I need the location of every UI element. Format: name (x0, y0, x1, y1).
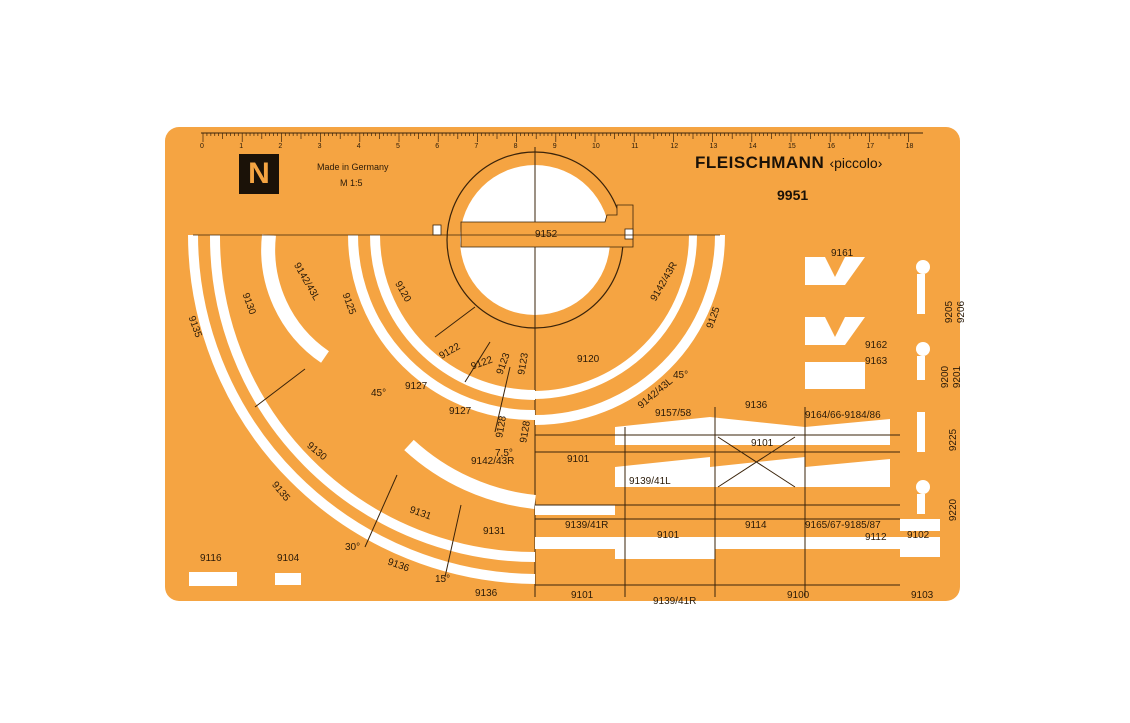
track-label: 9225 (948, 428, 960, 452)
track-label: 45° (371, 388, 387, 399)
track-label: 9127 (405, 381, 428, 392)
track-label: 45° (673, 370, 689, 381)
track-label: 9102 (907, 530, 930, 541)
gauge-badge: N (239, 154, 279, 194)
ruler-number: 6 (435, 143, 440, 150)
track-label: 9157/58 (655, 408, 692, 419)
straight-cutouts (189, 257, 940, 586)
brand-name: FLEISCHMANN (695, 153, 825, 172)
ruler-number: 4 (356, 143, 361, 150)
track-label: 9200 (940, 365, 952, 389)
ruler-number: 2 (278, 143, 283, 150)
track-label: 9136 (745, 400, 768, 411)
track-label: 9161 (831, 248, 854, 259)
track-label: 9201 (952, 365, 964, 389)
track-grid-lines (254, 306, 900, 597)
ruler-number: 10 (592, 143, 600, 150)
model-number: 9951 (777, 187, 809, 203)
track-label: 9104 (277, 553, 300, 564)
track-label: 9162 (865, 340, 888, 351)
track-label: 9165/67-9185/87 (805, 520, 881, 531)
ruler-number: 0 (200, 143, 204, 150)
ruler-number: 9 (552, 143, 557, 150)
stencil-template: N Made in Germany M 1:5 FLEISCHMANN ‹pic… (165, 127, 967, 607)
track-label: 9164/66-9184/86 (805, 410, 881, 421)
ruler-number: 13 (709, 143, 718, 150)
ruler-number: 3 (317, 143, 322, 150)
ruler-number: 11 (631, 143, 639, 150)
track-label: 9101 (567, 454, 590, 465)
ruler-bar (201, 132, 923, 142)
ruler-number: 8 (513, 143, 518, 150)
ruler-number: 18 (905, 143, 914, 150)
track-label: 9136 (475, 588, 498, 599)
brand-subtitle: ‹piccolo› (829, 155, 883, 171)
track-label: 9139/41L (629, 476, 671, 487)
brand-title: FLEISCHMANN ‹piccolo› (695, 153, 882, 173)
ruler-number: 5 (396, 143, 400, 150)
track-label: 9220 (948, 498, 960, 522)
track-label: 9205 (944, 300, 956, 324)
track-label: 9101 (657, 530, 680, 541)
track-label: 9139/41R (653, 596, 697, 607)
track-label: 9127 (449, 406, 472, 417)
track-label: 9163 (865, 356, 888, 367)
ruler-ticks (202, 133, 909, 142)
track-label: 9152 (535, 229, 558, 240)
ruler-number: 14 (748, 143, 757, 150)
track-label: 9101 (751, 438, 774, 449)
track-label: 9116 (200, 553, 222, 564)
track-label: 9101 (571, 590, 594, 601)
track-label: 15° (435, 574, 451, 585)
ruler-number: 7 (474, 143, 479, 150)
track-label: 9139/41R (565, 520, 609, 531)
track-label: 9142/43R (471, 456, 515, 467)
track-label: 9100 (787, 590, 810, 601)
curve-cutouts (188, 234, 725, 584)
ruler-number: 15 (788, 143, 796, 150)
ruler-number: 1 (239, 143, 244, 150)
ruler-number: 17 (866, 143, 875, 150)
made-in-label: Made in Germany (317, 162, 389, 172)
stencil-drawing (188, 132, 940, 597)
turntable-cutout (432, 147, 634, 597)
track-label: 30° (345, 542, 361, 553)
scale-label: M 1:5 (340, 178, 363, 188)
track-label: 9131 (483, 526, 506, 537)
track-label: 9114 (745, 520, 767, 531)
track-label: 9120 (577, 354, 600, 365)
track-label: 9112 (865, 532, 887, 543)
track-label: 7,5° (495, 448, 513, 459)
ruler-number: 12 (670, 143, 679, 150)
ruler-number: 16 (827, 143, 835, 150)
track-label: 9103 (911, 590, 934, 601)
track-label: 9206 (956, 300, 968, 324)
